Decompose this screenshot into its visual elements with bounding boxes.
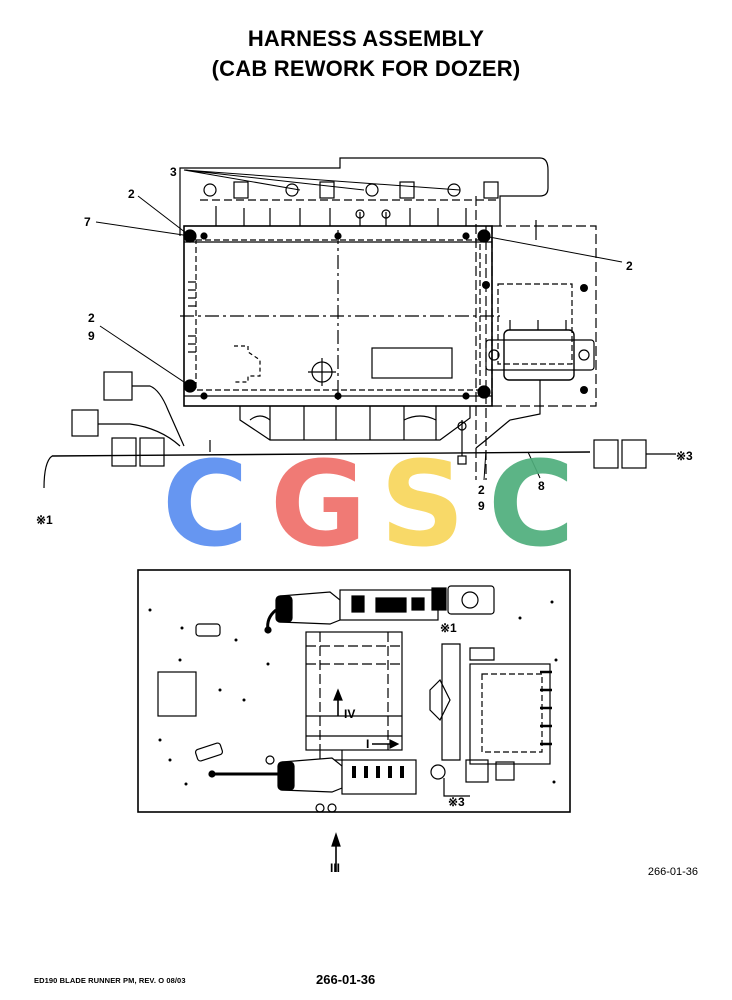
bolt-bottom-right (477, 385, 491, 399)
callout-2-mid: 2 (478, 483, 485, 497)
view-i-label: I (366, 737, 369, 751)
left-plate (157, 671, 197, 717)
harness-main-line (51, 451, 591, 457)
callout-3: 3 (170, 165, 177, 179)
top-right-connector (447, 585, 495, 615)
ref-1-bottom: ※1 (440, 621, 457, 635)
watermark-letter-3: S (380, 435, 465, 573)
callout-7: 7 (84, 215, 91, 229)
mounting-plate (137, 569, 571, 813)
relay-box (503, 329, 575, 381)
footer-page-number: 266-01-36 (316, 972, 376, 987)
watermark-letter-4: C (488, 435, 575, 573)
callout-9-left: 9 (88, 329, 95, 343)
upper-assembly (43, 157, 676, 489)
connector-e (593, 439, 619, 469)
lower-housing (239, 406, 471, 441)
ref-3-bottom: ※3 (448, 795, 465, 809)
callout-2-top: 2 (128, 187, 135, 201)
watermark: C G S C (162, 435, 575, 573)
footer-revision: ED190 BLADE RUNNER PM, REV. O 08/03 (34, 976, 186, 985)
connector-a (103, 371, 133, 401)
ref-3-top: ※3 (676, 449, 693, 463)
lower-plate-view (137, 569, 571, 872)
mounting-bracket (179, 157, 549, 226)
connector-b (71, 409, 99, 437)
relay-housing (485, 339, 595, 371)
callout-9-mid: 9 (478, 499, 485, 513)
title-line-2: (CAB REWORK FOR DOZER) (211, 56, 521, 81)
view-iv-label: IV (344, 707, 355, 721)
watermark-letter-2: G (270, 435, 367, 573)
view-iii-label: III (330, 861, 340, 875)
connector-d (139, 437, 165, 467)
connector-f (621, 439, 647, 469)
callout-8: 8 (538, 479, 545, 493)
callout-2-right: 2 (626, 259, 633, 273)
figure-code: 266-01-36 (647, 866, 698, 878)
label-plate (371, 347, 453, 379)
ref-1-top: ※1 (36, 513, 53, 527)
central-frame (305, 631, 403, 751)
right-module (469, 663, 551, 765)
connector-panel (491, 225, 597, 407)
title-line-1: HARNESS ASSEMBLY (247, 26, 485, 51)
connector-c (111, 437, 137, 467)
watermark-letter-1: C (162, 435, 249, 573)
leader-lines (95, 169, 623, 481)
callout-2-left: 2 (88, 311, 95, 325)
